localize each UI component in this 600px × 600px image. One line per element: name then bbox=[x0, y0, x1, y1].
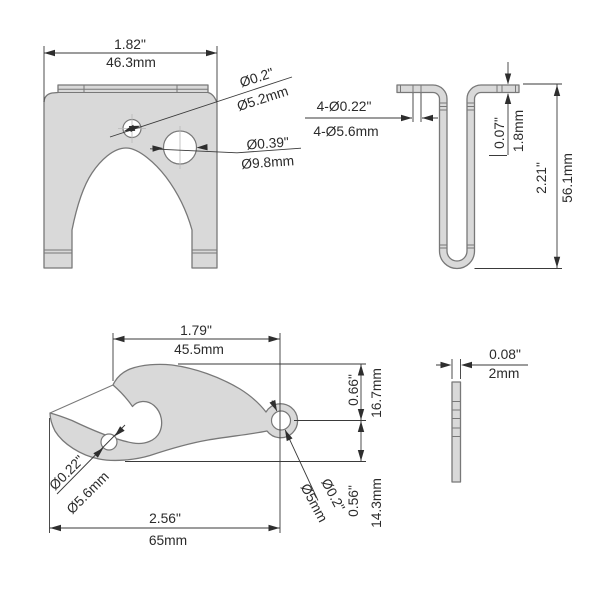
top-length-in: 2.56" bbox=[149, 511, 181, 526]
arrowhead bbox=[206, 49, 217, 57]
arrowhead bbox=[461, 361, 472, 369]
front-width-dim bbox=[43, 46, 218, 102]
arrowhead bbox=[357, 364, 365, 376]
front-part-outline bbox=[43, 84, 218, 269]
side-thickness-in: 0.07" bbox=[492, 117, 507, 149]
side-holes-in: 4-Ø0.22" bbox=[317, 99, 372, 114]
side-height-mm: 56.1mm bbox=[560, 153, 575, 203]
side-part-outline bbox=[396, 84, 520, 270]
front-width-in: 1.82" bbox=[114, 37, 146, 52]
side-holes-dim bbox=[305, 93, 438, 122]
front-large-hole-in: Ø0.39" bbox=[246, 135, 290, 153]
arrowhead bbox=[401, 114, 412, 122]
top-left-hole-in: Ø0.22" bbox=[46, 452, 87, 493]
edge-thickness-mm: 2mm bbox=[489, 366, 520, 381]
edge-thickness-dim bbox=[436, 359, 528, 379]
arrowhead bbox=[268, 524, 280, 532]
front-large-hole-leader bbox=[149, 147, 302, 154]
top-part-outline bbox=[49, 363, 299, 462]
top-span-in: 1.79" bbox=[180, 323, 212, 338]
arrowhead bbox=[44, 49, 55, 57]
top-view: 1.79" 45.5mm 2.56" 65mm 0.66" 16.7mm 0.5… bbox=[46, 323, 384, 548]
side-height-dim bbox=[474, 83, 562, 269]
top-left-hole bbox=[100, 433, 118, 451]
top-upper-offset-mm: 16.7mm bbox=[369, 368, 384, 418]
arrowhead bbox=[422, 114, 433, 122]
top-left-hole-leader bbox=[56, 424, 126, 495]
front-width-mm: 46.3mm bbox=[106, 55, 156, 70]
top-length-mm: 65mm bbox=[149, 533, 187, 548]
arrowhead bbox=[504, 73, 512, 85]
top-right-hole bbox=[270, 410, 292, 431]
top-jaw-edge bbox=[49, 384, 114, 414]
side-thickness-mm: 1.8mm bbox=[511, 110, 526, 152]
arrowhead bbox=[553, 85, 561, 96]
edge-part-outline bbox=[451, 381, 462, 483]
front-large-hole-mm: Ø9.8mm bbox=[241, 153, 295, 172]
top-span-dim bbox=[112, 333, 281, 533]
edge-fold-lines bbox=[452, 401, 461, 437]
arrowhead bbox=[553, 256, 561, 268]
arrowhead bbox=[357, 409, 365, 420]
edge-thickness-in: 0.08" bbox=[489, 347, 521, 362]
edge-view: 0.08" 2mm bbox=[436, 347, 528, 483]
top-span-mm: 45.5mm bbox=[174, 342, 224, 357]
top-lower-offset-mm: 14.3mm bbox=[369, 478, 384, 528]
side-height-in: 2.21" bbox=[534, 162, 549, 194]
top-lower-offset-in: 0.56" bbox=[346, 485, 361, 517]
arrowhead bbox=[357, 421, 365, 432]
front-view: 1.82" 46.3mm Ø0.2" Ø5.2mm Ø0.39" Ø9.8mm bbox=[43, 37, 302, 269]
front-small-hole-leader bbox=[109, 76, 293, 138]
arrowhead bbox=[504, 93, 512, 104]
arrowhead bbox=[50, 524, 61, 532]
front-small-hole-in: Ø0.2" bbox=[238, 65, 276, 90]
top-upper-offset-in: 0.66" bbox=[346, 374, 361, 406]
arrowhead bbox=[113, 335, 125, 343]
side-fold-lines bbox=[400, 85, 516, 249]
top-length-dim bbox=[49, 418, 280, 533]
side-holes-mm: 4-Ø5.6mm bbox=[313, 124, 378, 139]
side-view: 4-Ø0.22" 4-Ø5.6mm 0.07" 1.8mm 2.21" 56.1… bbox=[305, 62, 575, 270]
arrowhead bbox=[440, 361, 452, 369]
arrowhead bbox=[357, 450, 365, 461]
front-fold-lines bbox=[44, 85, 217, 254]
top-vertical-dims bbox=[125, 363, 366, 462]
arrowhead bbox=[268, 335, 280, 343]
